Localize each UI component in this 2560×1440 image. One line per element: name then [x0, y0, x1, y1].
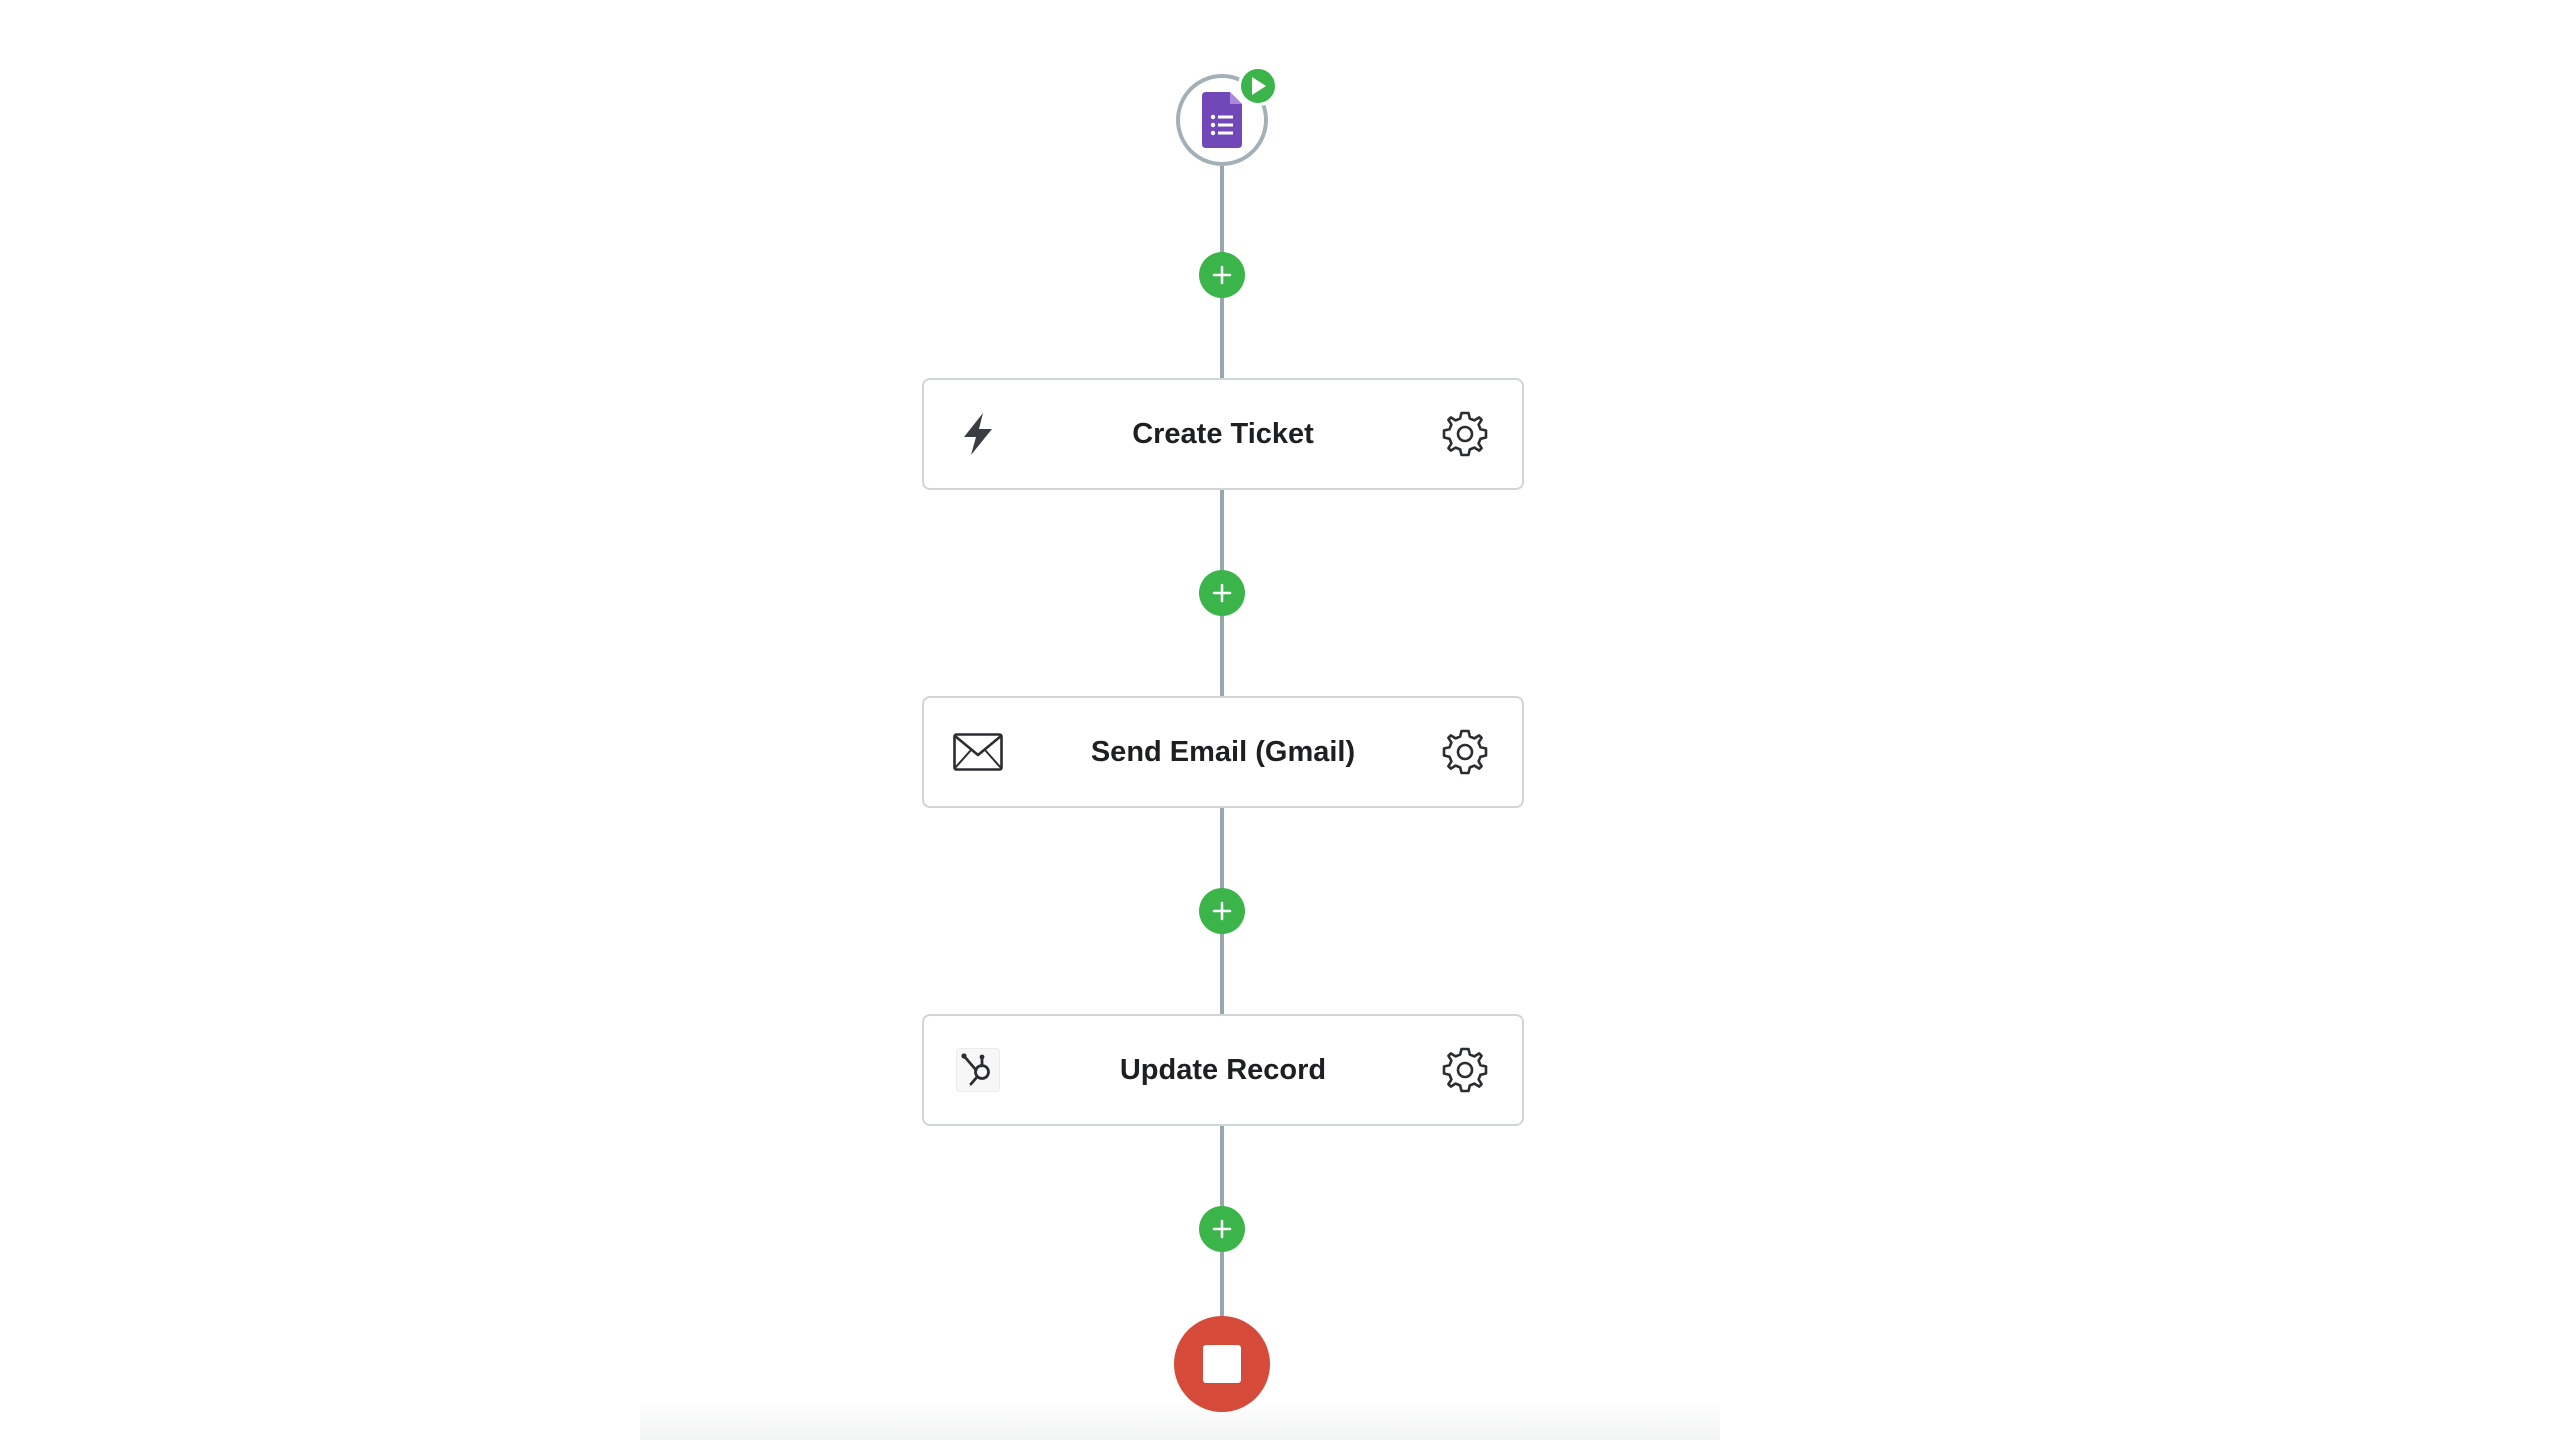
stop-node[interactable] — [1174, 1316, 1270, 1412]
plus-icon — [1212, 583, 1232, 603]
stop-icon — [1203, 1345, 1241, 1383]
gear-icon[interactable] — [1438, 725, 1492, 779]
step-label: Update Record — [1119, 1054, 1327, 1086]
add-step-button[interactable] — [1199, 570, 1245, 616]
step-label: Send Email (Gmail) — [1090, 736, 1356, 768]
canvas-bottom-fade — [640, 1400, 1720, 1440]
plus-icon — [1212, 265, 1232, 285]
play-icon — [1252, 77, 1266, 95]
run-trigger-badge[interactable] — [1238, 66, 1278, 106]
plus-icon — [1212, 1219, 1232, 1239]
step-card-create-ticket[interactable]: Create Ticket — [922, 378, 1524, 490]
step-card-send-email[interactable]: Send Email (Gmail) — [922, 696, 1524, 808]
plus-icon — [1212, 901, 1232, 921]
lightning-bolt-icon — [952, 408, 1004, 460]
gear-icon[interactable] — [1438, 1043, 1492, 1097]
add-step-button[interactable] — [1199, 1206, 1245, 1252]
add-step-button[interactable] — [1199, 252, 1245, 298]
gear-icon[interactable] — [1438, 407, 1492, 461]
add-step-button[interactable] — [1199, 888, 1245, 934]
envelope-icon — [952, 726, 1004, 778]
step-label: Create Ticket — [1132, 418, 1314, 450]
google-forms-icon — [1202, 92, 1242, 148]
step-card-update-record[interactable]: Update Record — [922, 1014, 1524, 1126]
hubspot-icon — [952, 1044, 1004, 1096]
